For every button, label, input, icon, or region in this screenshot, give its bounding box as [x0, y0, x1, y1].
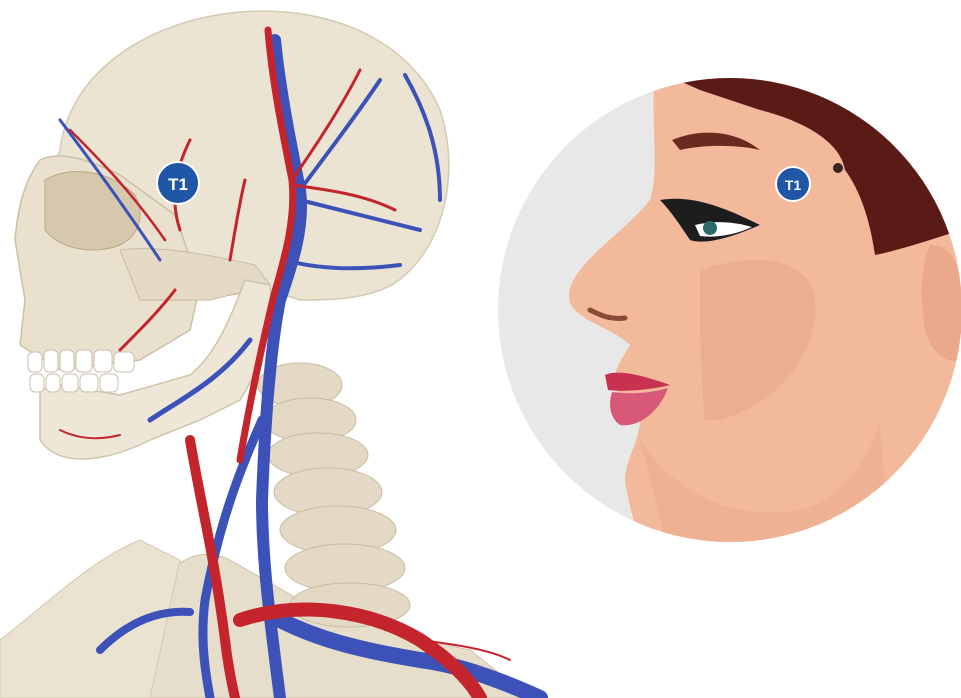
iris [703, 221, 717, 235]
skull-marker-label: T1 [168, 175, 188, 194]
skull-illustration: T1 [0, 11, 540, 698]
face-profile-illustration: T1 [498, 65, 961, 698]
face-marker-label: T1 [785, 177, 802, 193]
skull-t1-marker: T1 [157, 162, 199, 204]
face-t1-marker: T1 [776, 167, 810, 201]
temple-mark [833, 163, 843, 173]
teeth [28, 350, 134, 392]
cervical-spine [258, 363, 410, 627]
